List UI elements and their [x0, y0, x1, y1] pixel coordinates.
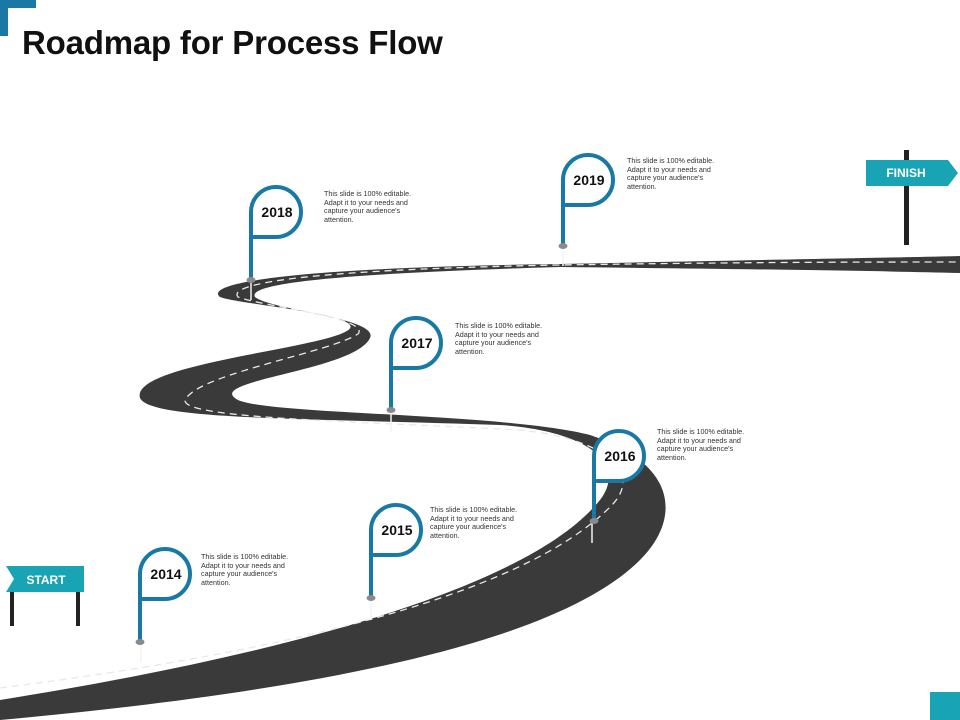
- milestone-pin-2019: 2019: [558, 153, 615, 266]
- finish-label: FINISH: [886, 166, 925, 180]
- milestone-year: 2018: [261, 204, 292, 220]
- pin-marker: [369, 503, 423, 600]
- pin-marker: [592, 429, 646, 523]
- start-sign: START: [6, 566, 84, 626]
- corner-accent-top-left: [0, 0, 36, 36]
- milestone-year: 2017: [401, 335, 432, 351]
- milestone-2018-description: This slide is 100% editable. Adapt it to…: [324, 189, 412, 224]
- pin-marker: [561, 153, 615, 248]
- road-center-line: [0, 261, 960, 689]
- finish-sign: FINISH: [866, 150, 958, 245]
- milestone-pin-2015: 2015: [366, 503, 423, 620]
- start-label: START: [26, 573, 66, 587]
- pin-base-dot: [366, 595, 376, 601]
- corner-accent-bottom-right: [930, 692, 960, 720]
- road: [0, 256, 960, 720]
- milestone-pin-2016: 2016: [589, 429, 646, 543]
- milestone-2014-description: This slide is 100% editable. Adapt it to…: [201, 552, 289, 587]
- pin-base-dot: [246, 277, 256, 283]
- milestone-year: 2016: [604, 448, 635, 464]
- milestone-pin-2014: 2014: [135, 547, 192, 662]
- milestone-2017-description: This slide is 100% editable. Adapt it to…: [455, 321, 543, 356]
- milestone-year: 2019: [573, 172, 604, 188]
- pin-base-dot: [135, 639, 145, 645]
- milestone-year: 2015: [381, 522, 412, 538]
- milestone-2019-description: This slide is 100% editable. Adapt it to…: [627, 156, 715, 191]
- pin-marker: [389, 316, 443, 412]
- pin-base-dot: [558, 243, 568, 249]
- milestone-pin-2018: 2018: [246, 185, 303, 300]
- milestone-year: 2014: [150, 566, 181, 582]
- milestone-2015-description: This slide is 100% editable. Adapt it to…: [430, 505, 518, 540]
- pin-base-dot: [386, 407, 396, 413]
- page-title: Roadmap for Process Flow: [22, 24, 443, 61]
- pin-marker: [249, 185, 303, 282]
- pin-marker: [138, 547, 192, 644]
- milestone-2016-description: This slide is 100% editable. Adapt it to…: [657, 427, 745, 462]
- milestone-pin-2017: 2017: [386, 316, 443, 432]
- pin-base-dot: [589, 518, 599, 524]
